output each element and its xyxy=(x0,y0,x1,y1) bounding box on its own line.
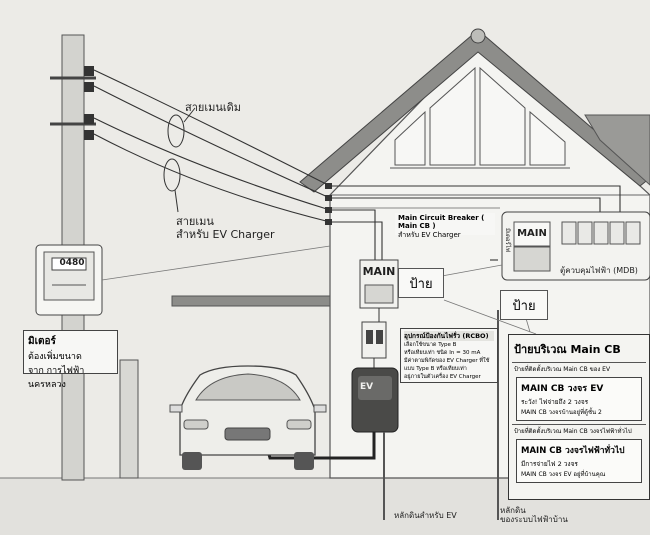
ev-wire-label-line1: สายเมน xyxy=(176,215,214,228)
carport-roof xyxy=(171,295,331,307)
ground-main-label-line1: หลักดิน xyxy=(500,506,526,515)
main-cb-callout: Main Circuit Breaker ( Main CB ) สำหรับ … xyxy=(395,213,495,239)
overhead-wires xyxy=(93,69,331,223)
carport-post xyxy=(119,359,139,479)
rcbo-note-line4: แบบ Type B หรือเทียบเท่า xyxy=(404,366,467,372)
panel-sec1-title: MAIN CB วงจร EV xyxy=(521,384,604,394)
attic-window xyxy=(479,66,526,166)
main-cb-callout-line2: สำหรับ EV Charger xyxy=(398,231,461,239)
mdb-side-label: มิเตอร์ไฟ xyxy=(503,228,511,252)
car xyxy=(169,365,327,470)
meter-note-line1: ต้องเพิ่มขนาด xyxy=(28,352,82,362)
meter-note-line2: จาก การไฟฟ้านครหลวง xyxy=(28,366,85,390)
rcbo-note-line2: หรือเทียบเท่า ชนิด In = 30 mA xyxy=(404,350,481,356)
mdb-caption: ตู้ควบคุมไฟฟ้า (MDB) xyxy=(560,266,638,275)
meter-digits: 0480 xyxy=(59,258,85,268)
main-cb-label: MAIN xyxy=(362,265,396,278)
insulator-icon xyxy=(84,66,94,140)
panel-sign-general: MAIN CB วงจรไฟฟ้าทั่วไป มีการจ่ายไฟ 2 วง… xyxy=(516,439,642,483)
rcbo-note: อุปกรณ์ป้องกันไฟรั่ว (RCBO) เลือกใช้ขนาด… xyxy=(400,328,498,383)
sign-small: ป้าย xyxy=(398,268,444,298)
ev-wire-label-line2: สำหรับ EV Charger xyxy=(176,227,275,241)
rcbo-note-title: อุปกรณ์ป้องกันไฟรั่ว (RCBO) xyxy=(404,331,494,341)
wire-callout-ring xyxy=(167,114,185,148)
rcbo-note-line3: มีค่าตามพิกัดของ EV Charger ที่ใช้ xyxy=(404,358,490,364)
attic-window xyxy=(529,110,566,166)
wire-callout-ring xyxy=(163,158,181,192)
ev-wire-label: สายเมน สำหรับ EV Charger xyxy=(176,215,275,241)
panel-title: ป้ายบริเวณ Main CB xyxy=(514,343,621,356)
ground-main-label-line2: ของระบบไฟฟ้าบ้าน xyxy=(500,515,568,525)
panel-sec1-line2: MAIN CB วงจรบ้านอยู่ที่ตู้ชั้น 2 xyxy=(521,409,602,416)
attic-window xyxy=(394,110,426,166)
meter-note: มิเตอร์ ต้องเพิ่มขนาด จาก การไฟฟ้านครหลว… xyxy=(23,330,118,390)
panel-sec2-line2: MAIN CB วงจร EV อยู่ที่บ้านคุณ xyxy=(521,471,606,478)
main-cb-callout-line1: Main Circuit Breaker ( Main CB ) xyxy=(398,214,485,230)
ground-main-label: หลักดิน ของระบบไฟฟ้าบ้าน xyxy=(500,506,568,524)
rcbo-note-line5: อยู่ภายในตัวเครื่อง EV Charger xyxy=(404,374,481,380)
main-cb-sign-panel: ป้ายบริเวณ Main CB ป้ายที่ติดตั้งบริเวณ … xyxy=(508,334,650,500)
sign-large: ป้าย xyxy=(500,290,548,320)
panel-sec2-line1: มีการจ่ายไฟ 2 วงจร xyxy=(521,460,578,468)
roof-finial xyxy=(470,28,486,44)
attic-window xyxy=(429,66,476,166)
panel-sign-ev: MAIN CB วงจร EV ระวัง! ไฟจ่ายถึง 2 วงจร … xyxy=(516,377,642,421)
panel-sec1-header: ป้ายที่ติดตั้งบริเวณ Main CB ของ EV xyxy=(512,362,646,375)
existing-wire-label: สายเมนเดิม xyxy=(185,101,242,114)
panel-sec2-title: MAIN CB วงจรไฟฟ้าทั่วไป xyxy=(521,446,625,456)
rcbo-note-line1: เลือกใช้ขนาด Type B xyxy=(404,342,457,348)
ground-ev-label: หลักดินสำหรับ EV xyxy=(394,511,457,520)
meter-note-title: มิเตอร์ xyxy=(28,336,56,347)
mdb-main-label: MAIN xyxy=(517,228,547,239)
panel-sec1-line1: ระวัง! ไฟจ่ายถึง 2 วงจร xyxy=(521,398,589,406)
charger-label: EV xyxy=(360,382,374,392)
panel-sec2-header: ป้ายที่ติดตั้งบริเวณ Main CB วงจรไฟฟ้าทั… xyxy=(512,424,646,437)
